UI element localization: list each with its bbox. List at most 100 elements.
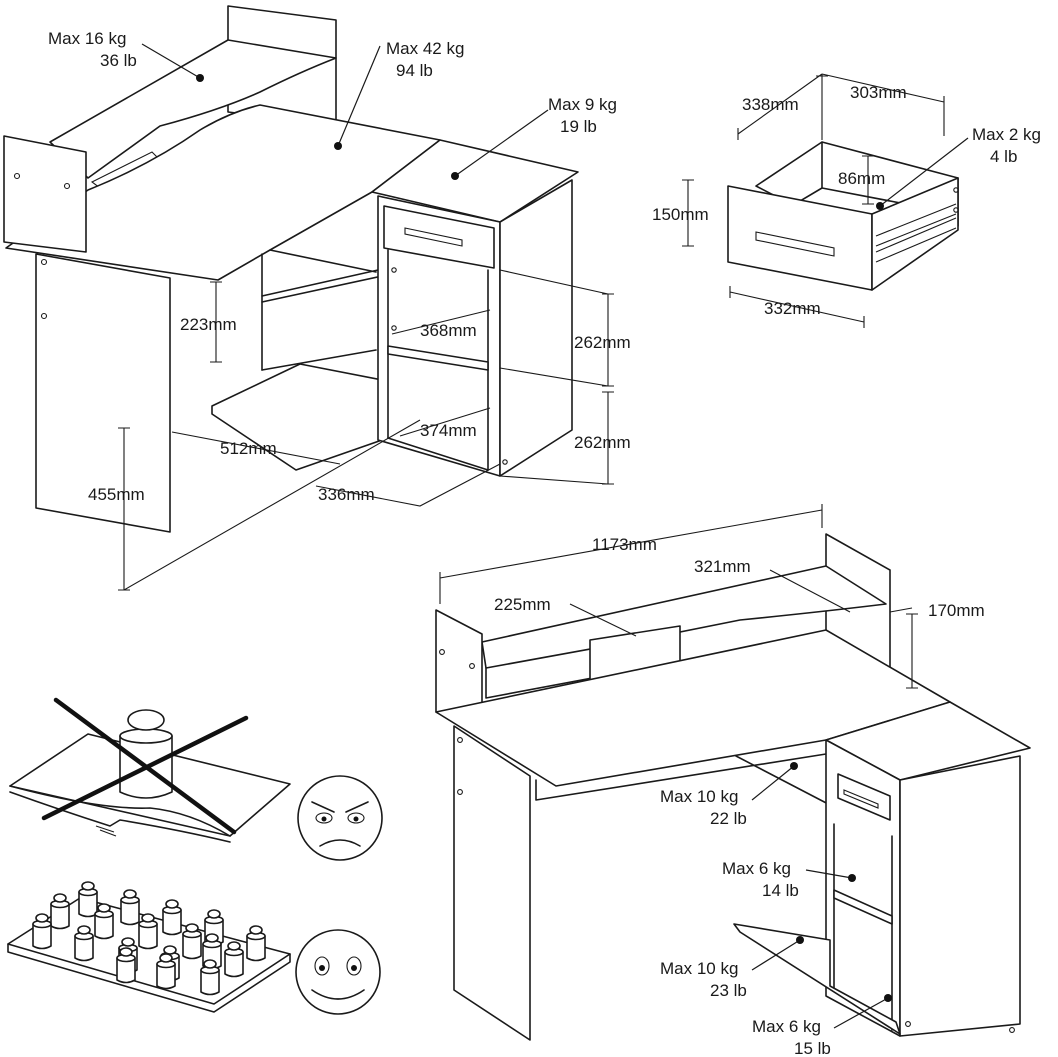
happy-pupil-right bbox=[351, 965, 357, 971]
dim-label-332: 332mm bbox=[764, 299, 821, 318]
bottom-drawer-handle bbox=[843, 789, 879, 809]
small-weight-icon bbox=[120, 899, 140, 926]
dim-line-86 bbox=[862, 155, 874, 205]
small-weight-icon bbox=[182, 933, 202, 960]
small-weight-knob bbox=[121, 937, 135, 947]
dim-line-455 bbox=[118, 419, 421, 591]
small-weight-knob bbox=[163, 945, 177, 955]
dim-line-223 bbox=[210, 281, 222, 363]
load-label-14lb: 14 lb bbox=[762, 881, 799, 900]
small-weight-knob bbox=[159, 953, 173, 963]
small-weight-knob bbox=[207, 909, 221, 919]
load-label-22lb: 22 lb bbox=[710, 809, 747, 828]
angry-pupil-right bbox=[353, 816, 359, 822]
dim-label-150: 150mm bbox=[652, 205, 709, 224]
top-drawer-handle bbox=[404, 227, 463, 247]
small-weight-knob bbox=[227, 941, 241, 951]
top-cabinet-hole bbox=[391, 325, 397, 331]
weight-top bbox=[119, 728, 173, 744]
dim-ext-lines bbox=[499, 269, 609, 485]
leader-2kg bbox=[879, 137, 969, 207]
wrong-shelf-chip bbox=[95, 825, 117, 837]
small-weight-knob bbox=[249, 925, 263, 935]
small-weight-knob bbox=[141, 913, 155, 923]
angry-eye-right bbox=[347, 812, 365, 824]
correct-load-illustration bbox=[7, 881, 381, 1015]
small-weight-knob bbox=[81, 881, 95, 891]
dim-line-374 bbox=[399, 407, 491, 437]
happy-face-icon bbox=[295, 929, 381, 1015]
leader-10kg-top bbox=[751, 765, 795, 801]
angry-pupil-left bbox=[321, 816, 327, 822]
dim-label-225: 225mm bbox=[494, 595, 551, 614]
bottom-keyboard-rail bbox=[735, 755, 833, 807]
angry-face-icon bbox=[297, 775, 383, 861]
load-label-36lb: 36 lb bbox=[100, 51, 137, 70]
dim-label-262-upper: 262mm bbox=[574, 333, 631, 352]
load-point-6kg-upper bbox=[848, 874, 856, 882]
dim-label-336: 336mm bbox=[318, 485, 375, 504]
leader-6kg-upper bbox=[805, 869, 853, 879]
load-label-6kg-upper: Max 6 kg bbox=[722, 859, 791, 878]
small-weight-knob bbox=[35, 913, 49, 923]
angry-eye-left bbox=[315, 812, 333, 824]
top-cabinet-drawer bbox=[383, 205, 495, 269]
small-weight-icon bbox=[162, 909, 182, 936]
cross-mark-b bbox=[41, 715, 249, 821]
top-cabinet-top bbox=[371, 139, 579, 223]
drawer-side-panel bbox=[871, 177, 959, 291]
dim-line-1173 bbox=[439, 504, 823, 604]
small-weight-icon bbox=[224, 951, 244, 978]
dim-label-338: 338mm bbox=[742, 95, 799, 114]
dim-label-455: 455mm bbox=[88, 485, 145, 504]
bottom-desk-drawing bbox=[435, 504, 1031, 1041]
small-weights-group bbox=[32, 881, 266, 996]
load-label-23lb: 23 lb bbox=[710, 981, 747, 1000]
bottom-cabinet-drawer bbox=[837, 773, 891, 821]
drawer-screw bbox=[953, 187, 959, 193]
top-hutch-hole bbox=[13, 172, 21, 180]
leader-6kg-lower bbox=[833, 997, 889, 1029]
dim-label-321: 321mm bbox=[694, 557, 751, 576]
small-weight-knob bbox=[97, 903, 111, 913]
top-cabinet-hole bbox=[391, 267, 397, 273]
small-weight-icon bbox=[200, 969, 220, 996]
dim-label-303: 303mm bbox=[850, 83, 907, 102]
small-weight-knob bbox=[165, 899, 179, 909]
load-label-4lb: 4 lb bbox=[990, 147, 1017, 166]
dim-label-512: 512mm bbox=[220, 439, 277, 458]
bottom-base-board bbox=[733, 923, 901, 1035]
load-point-16kg bbox=[196, 74, 204, 82]
small-weight-icon bbox=[74, 935, 94, 962]
load-label-10kg-top: Max 10 kg bbox=[660, 787, 738, 806]
bottom-leg-hole bbox=[457, 789, 463, 795]
top-rear-rail bbox=[261, 269, 383, 303]
happy-eye-right bbox=[346, 956, 362, 976]
small-weight-icon bbox=[32, 923, 52, 950]
top-hutch-side-panel bbox=[3, 135, 87, 253]
load-label-16kg: Max 16 kg bbox=[48, 29, 126, 48]
dim-line-150 bbox=[682, 179, 694, 247]
dim-line-303 bbox=[821, 73, 945, 136]
bottom-cabinet-side bbox=[899, 755, 1021, 1037]
bottom-cabinet-inner-walls bbox=[833, 823, 893, 1031]
load-point-2kg bbox=[876, 202, 884, 210]
top-left-leg bbox=[35, 253, 171, 533]
bottom-cabinet-shelf bbox=[833, 889, 893, 925]
wrong-shelf-sag bbox=[9, 785, 231, 837]
correct-shelf-edge bbox=[7, 943, 291, 1013]
leader-10kg-base bbox=[751, 939, 801, 971]
small-weight-icon bbox=[156, 963, 176, 990]
top-leg-hole bbox=[40, 312, 48, 320]
leader-16kg bbox=[141, 43, 201, 79]
top-hutch-hole bbox=[63, 182, 71, 190]
dim-label-223: 223mm bbox=[180, 315, 237, 334]
top-cabinet-bottom bbox=[387, 437, 489, 471]
load-label-15lb: 15 lb bbox=[794, 1039, 831, 1057]
load-label-2kg: Max 2 kg bbox=[972, 125, 1041, 144]
bottom-hutch-hole bbox=[439, 649, 445, 655]
dim-label-374: 374mm bbox=[420, 421, 477, 440]
load-label-9kg: Max 9 kg bbox=[548, 95, 617, 114]
dim-line-338 bbox=[737, 73, 823, 140]
small-weight-knob bbox=[53, 893, 67, 903]
